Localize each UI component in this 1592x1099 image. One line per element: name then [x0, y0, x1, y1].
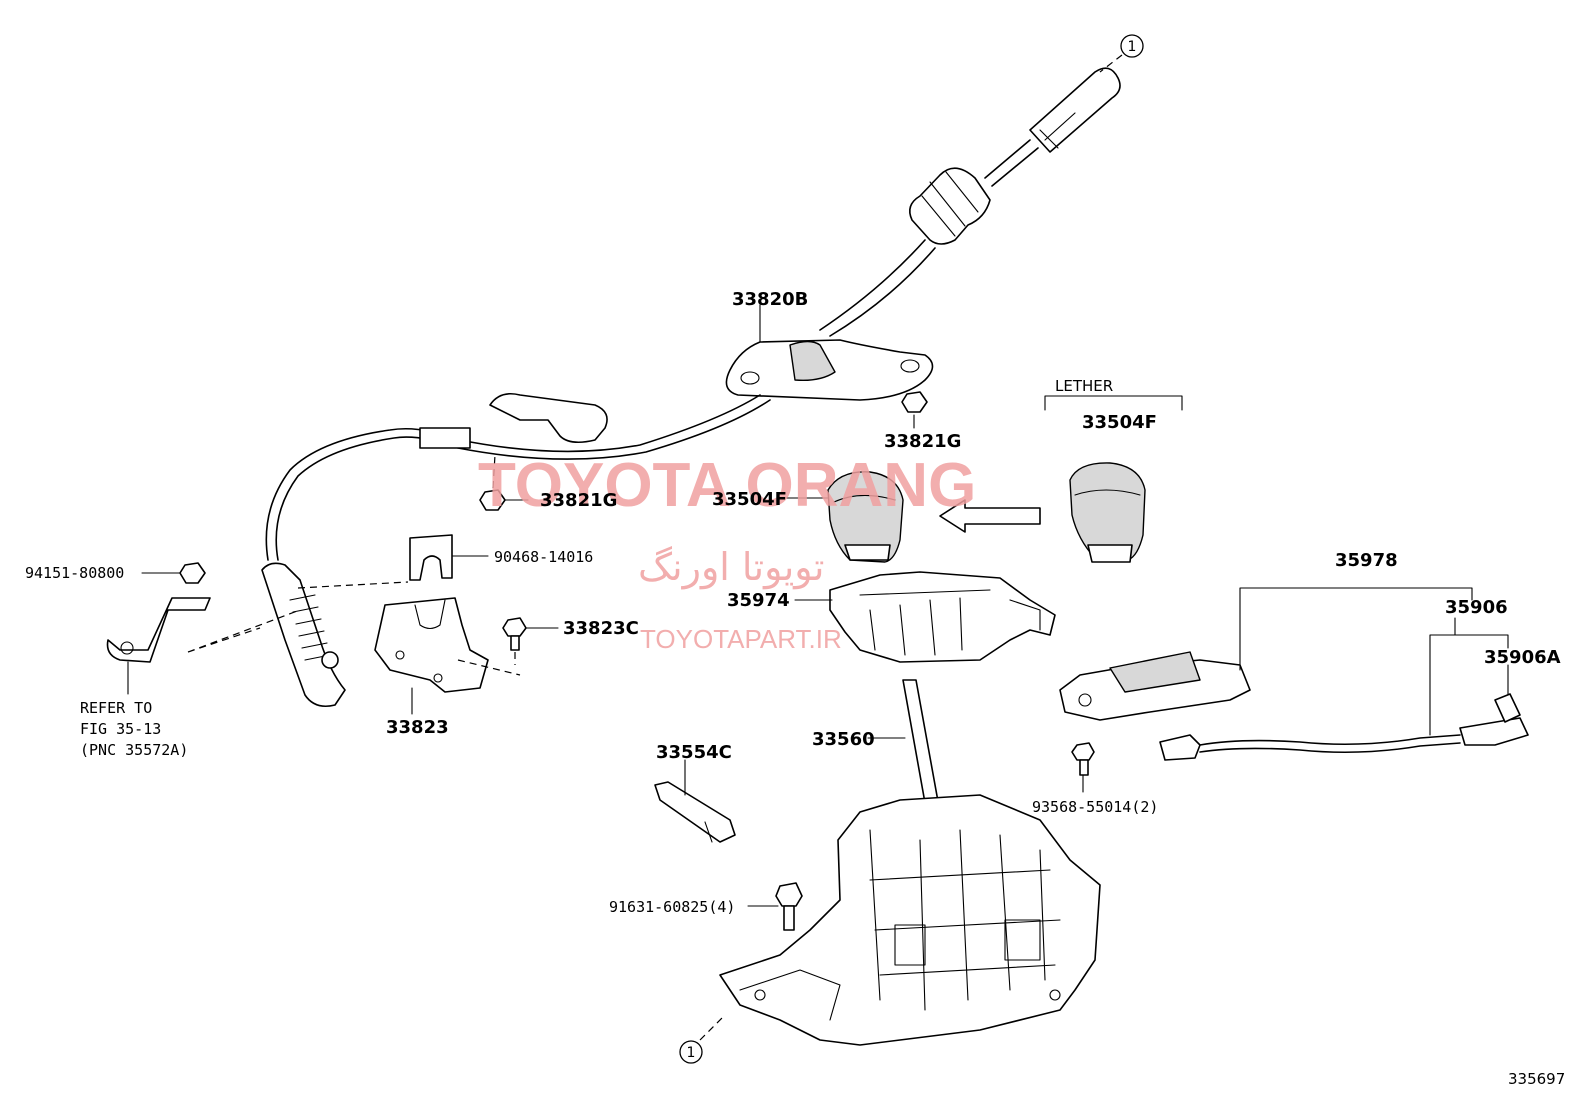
- ref-marker-bottom: 1: [679, 1040, 703, 1064]
- label-35978: 35978: [1335, 550, 1398, 571]
- label-33823: 33823: [386, 717, 449, 738]
- label-90468: 90468-14016: [494, 548, 593, 566]
- harness-35906: [1159, 693, 1529, 761]
- label-33504F-right: 33504F: [1082, 412, 1157, 433]
- shift-knob-leather: [1044, 395, 1183, 563]
- strip-33554C: [654, 781, 736, 843]
- label-33560: 33560: [812, 729, 875, 750]
- leader-lines: [127, 54, 1509, 1041]
- label-33821G-left: 33821G: [540, 490, 617, 511]
- label-refer-line2: FIG 35-13: [80, 720, 161, 738]
- nut-33821G-left: [479, 454, 506, 511]
- diagram-number: 335697: [1508, 1070, 1565, 1088]
- screw-93568: [1071, 742, 1095, 776]
- label-33504F-center: 33504F: [712, 489, 787, 510]
- label-94151: 94151-80800: [25, 564, 124, 582]
- ref-marker-top: 1: [1120, 34, 1144, 58]
- shift-housing: [719, 794, 1101, 1046]
- bolt-33823C: [502, 617, 527, 665]
- nut-94151: [179, 562, 206, 584]
- shift-cable: [261, 67, 1121, 708]
- watermark-persian: تویوتا اورنگ: [638, 545, 825, 590]
- label-refer-line1: REFER TO: [80, 699, 152, 717]
- svg-text:1: 1: [687, 1045, 696, 1061]
- bracket-refer: [106, 581, 409, 663]
- label-93568: 93568-55014(2): [1032, 798, 1158, 816]
- label-35906A: 35906A: [1484, 647, 1561, 668]
- svg-text:1: 1: [1128, 39, 1137, 55]
- shift-knob-center: [827, 471, 904, 563]
- bolt-91631: [775, 882, 803, 931]
- nut-33821G-top: [901, 391, 928, 413]
- clip-90468: [409, 534, 453, 581]
- label-lether: LETHER: [1055, 377, 1113, 395]
- label-35974: 35974: [727, 590, 790, 611]
- arrow-icon: [939, 499, 1041, 533]
- bracket-33823: [374, 597, 521, 693]
- label-refer-line3: (PNC 35572A): [80, 741, 188, 759]
- switch-35978: [1059, 651, 1251, 721]
- label-33554C: 33554C: [656, 742, 732, 763]
- watermark-main: TOYOTA ORANG: [478, 451, 976, 520]
- label-35906: 35906: [1445, 597, 1508, 618]
- indicator-35974: [829, 571, 1056, 663]
- label-33823C: 33823C: [563, 618, 639, 639]
- label-33820B: 33820B: [732, 289, 808, 310]
- label-91631: 91631-60825(4): [609, 898, 735, 916]
- label-33821G-top: 33821G: [884, 431, 961, 452]
- watermark-site: TOYOTAPART.IR: [640, 624, 842, 654]
